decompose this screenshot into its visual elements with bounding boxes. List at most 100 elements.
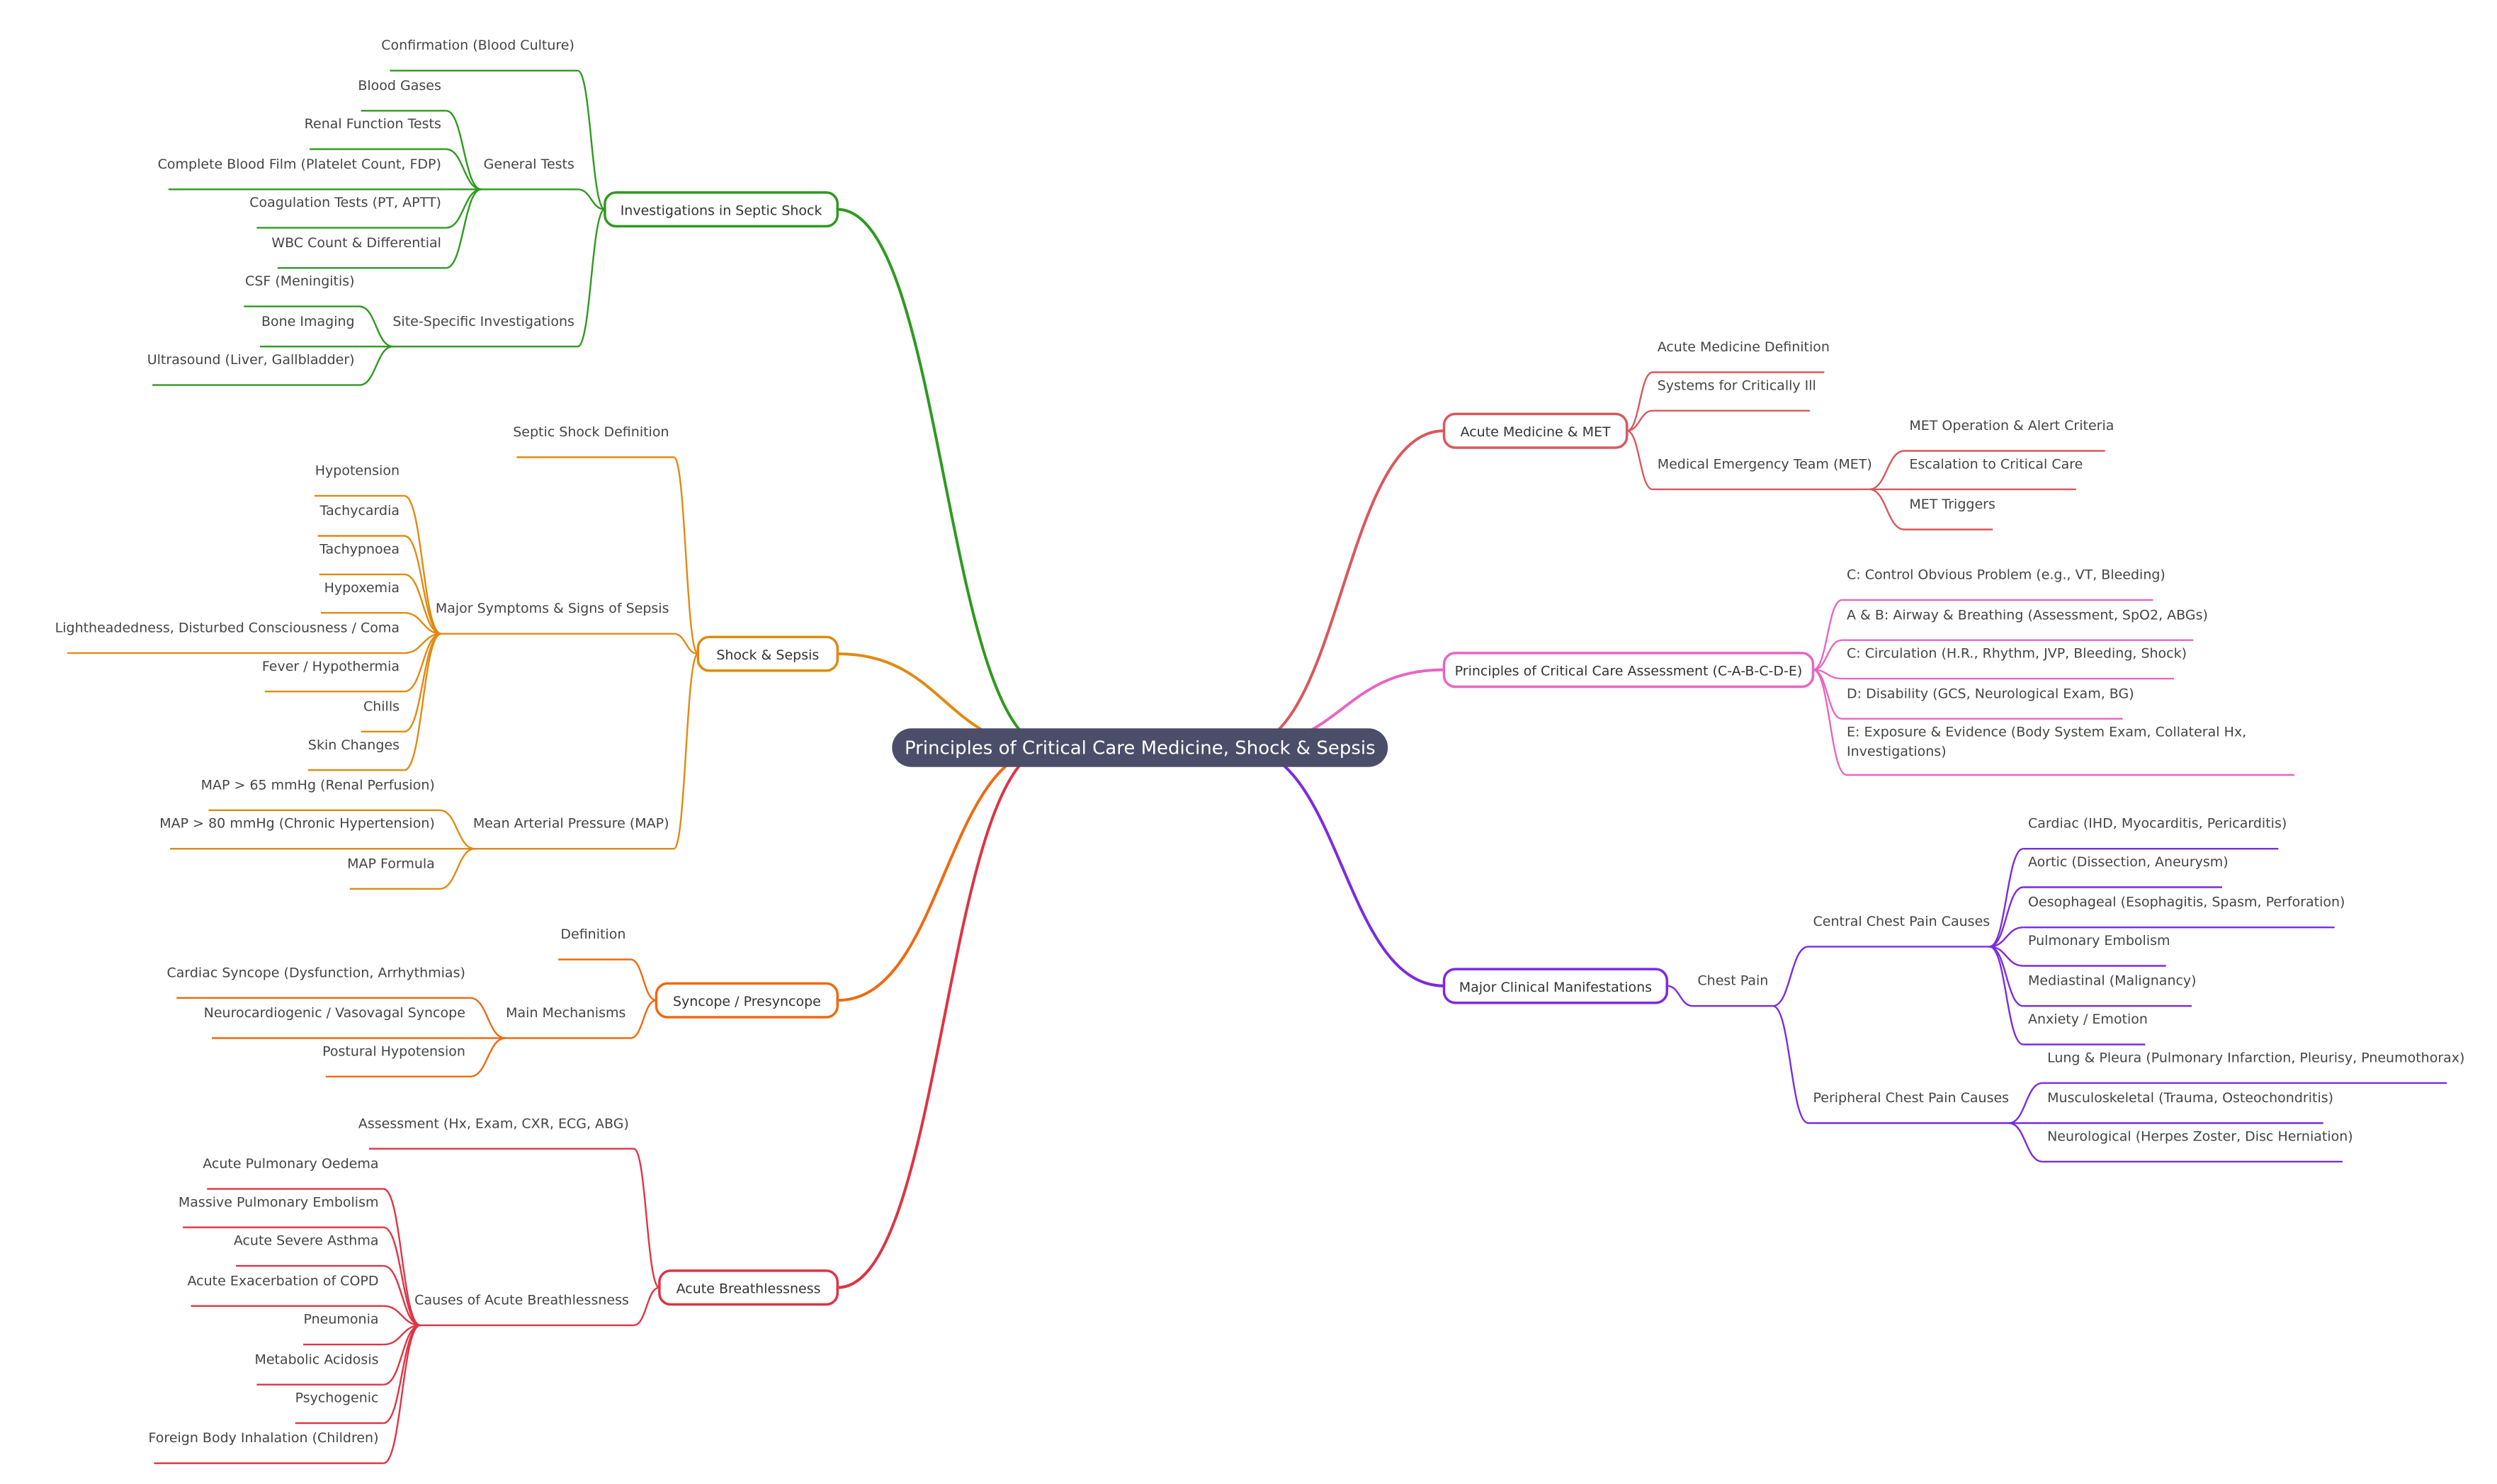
node-mediastinal-malignancy[interactable]: Mediastinal (Malignancy) [2028, 973, 2197, 989]
branch-cabcde[interactable] [1442, 652, 1815, 689]
node-general-tests[interactable]: General Tests [484, 157, 574, 172]
node-ultrasound-liver-gallbladder[interactable]: Ultrasound (Liver, Gallbladder) [147, 352, 355, 368]
node-met-operation-alert-criteria[interactable]: MET Operation & Alert Criteria [1909, 418, 2114, 434]
branch-shock[interactable] [696, 635, 839, 672]
branch-clinical-label: Major Clinical Manifestations [1459, 980, 1652, 995]
connector [630, 999, 657, 1039]
connector [1240, 746, 1444, 987]
node-chills[interactable]: Chills [363, 698, 400, 714]
node-escalation-to-critical-care[interactable]: Escalation to Critical Care [1909, 456, 2083, 472]
node-pulmonary-embolism[interactable]: Pulmonary Embolism [2028, 933, 2170, 948]
node-pneumonia[interactable]: Pneumonia [304, 1312, 379, 1327]
branch-inv[interactable] [604, 191, 839, 228]
node-neurocardiogenic-vasovagal-syncope[interactable]: Neurocardiogenic / Vasovagal Syncope [204, 1005, 465, 1021]
branch-met[interactable] [1442, 412, 1629, 449]
connector [577, 208, 606, 348]
node-postural-hypotension[interactable]: Postural Hypotension [322, 1043, 465, 1059]
node-aortic-dissection-aneurysm[interactable]: Aortic (Dissection, Aneurysm) [2028, 854, 2229, 870]
node-bone-imaging[interactable]: Bone Imaging [261, 314, 355, 329]
connector [446, 188, 482, 229]
connector [633, 1148, 660, 1288]
node-chest-pain[interactable]: Chest Pain [1697, 973, 1768, 989]
connector [359, 346, 394, 386]
node-septic-shock-definition[interactable]: Septic Shock Definition [513, 424, 669, 440]
branch-syncope-label: Syncope / Presyncope [673, 994, 821, 1009]
node-lightheadedness-disturbed-consciousness-coma[interactable]: Lightheadedness, Disturbed Consciousness… [55, 620, 400, 635]
node-map-80-mmhg-chronic-hypertension[interactable]: MAP > 80 mmHg (Chronic Hypertension) [159, 816, 435, 832]
connector [439, 848, 475, 890]
node-met-triggers[interactable]: MET Triggers [1909, 497, 1995, 512]
node-massive-pulmonary-embolism[interactable]: Massive Pulmonary Embolism [179, 1194, 379, 1210]
connector [1813, 669, 1847, 776]
node-map-formula[interactable]: MAP Formula [347, 856, 435, 871]
node-systems-for-critically-ill[interactable]: Systems for Critically Ill [1658, 378, 1816, 393]
node-oesophageal-esophagitis-spasm-perforation[interactable]: Oesophageal (Esophagitis, Spasm, Perfora… [2028, 895, 2345, 910]
node-c-control-obvious-problem-e-g-vt-bleeding[interactable]: C: Control Obvious Problem (e.g., VT, Bl… [1847, 567, 2165, 583]
node-e-exposure-evidence-body-system-exam-collateral-hx-investigations[interactable]: E: Exposure & Evidence (Body System Exam… [1847, 725, 2246, 759]
connector [1989, 886, 2024, 948]
node-mean-arterial-pressure-map[interactable]: Mean Arterial Pressure (MAP) [473, 816, 669, 832]
node-c-circulation-h-r-rhythm-jvp-bleeding-shock[interactable]: C: Circulation (H.R., Rhythm, JVP, Bleed… [1847, 646, 2187, 662]
node-hypotension[interactable]: Hypotension [315, 463, 400, 478]
node-coagulation-tests-pt-aptt[interactable]: Coagulation Tests (PT, APTT) [249, 195, 441, 210]
node-anxiety-emotion[interactable]: Anxiety / Emotion [2028, 1012, 2148, 1027]
node-fever-hypothermia[interactable]: Fever / Hypothermia [262, 659, 400, 674]
connector [1667, 985, 1693, 1007]
node-a-b-airway-breathing-assessment-spo2-abgs[interactable]: A & B: Airway & Breathing (Assessment, S… [1847, 607, 2208, 623]
connector [577, 188, 606, 210]
node-skin-changes[interactable]: Skin Changes [308, 737, 400, 753]
node-main-mechanisms[interactable]: Main Mechanisms [506, 1005, 625, 1021]
node-psychogenic[interactable]: Psychogenic [295, 1390, 379, 1406]
node-peripheral-chest-pain-causes[interactable]: Peripheral Chest Pain Causes [1813, 1090, 2010, 1106]
branch-cabcde-label: Principles of Critical Care Assessment (… [1455, 664, 1803, 679]
node-acute-pulmonary-oedema[interactable]: Acute Pulmonary Oedema [203, 1156, 378, 1172]
node-tachypnoea[interactable]: Tachypnoea [319, 541, 400, 557]
node-central-chest-pain-causes[interactable]: Central Chest Pain Causes [1813, 914, 1991, 929]
connector [383, 1324, 421, 1464]
node-acute-medicine-definition[interactable]: Acute Medicine Definition [1658, 339, 1830, 355]
node-d-disability-gcs-neurological-exam-bg[interactable]: D: Disability (GCS, Neurological Exam, B… [1847, 686, 2134, 701]
connector [633, 1286, 660, 1327]
node-acute-severe-asthma[interactable]: Acute Severe Asthma [234, 1233, 379, 1249]
node-tachycardia[interactable]: Tachycardia [319, 503, 400, 519]
node-blood-gases[interactable]: Blood Gases [358, 78, 441, 94]
node-neurological-herpes-zoster-disc-herniation[interactable]: Neurological (Herpes Zoster, Disc Hernia… [2047, 1128, 2353, 1144]
connector [383, 1188, 421, 1327]
node-major-symptoms-signs-of-sepsis[interactable]: Major Symptoms & Signs of Sepsis [436, 601, 669, 616]
node-complete-blood-film-platelet-count-fdp[interactable]: Complete Blood Film (Platelet Count, FDP… [158, 157, 441, 172]
branch-breath[interactable] [658, 1269, 839, 1306]
connector [673, 652, 699, 850]
node-causes-of-acute-breathlessness[interactable]: Causes of Acute Breathlessness [414, 1292, 629, 1308]
node-hypoxemia[interactable]: Hypoxemia [324, 580, 400, 596]
node-site-specific-investigations[interactable]: Site-Specific Investigations [392, 314, 574, 329]
node-wbc-count-differential[interactable]: WBC Count & Differential [271, 235, 441, 251]
node-confirmation-blood-culture[interactable]: Confirmation (Blood Culture) [381, 38, 574, 53]
node-cardiac-ihd-myocarditis-pericarditis[interactable]: Cardiac (IHD, Myocarditis, Pericarditis) [2028, 816, 2287, 832]
connector [446, 148, 482, 191]
node-musculoskeletal-trauma-osteochondritis[interactable]: Musculoskeletal (Trauma, Osteochondritis… [2047, 1090, 2333, 1106]
node-assessment-hx-exam-cxr-ecg-abg[interactable]: Assessment (Hx, Exam, CXR, ECG, ABG) [358, 1116, 629, 1131]
node-csf-meningitis[interactable]: CSF (Meningitis) [245, 273, 355, 289]
branch-clinical[interactable] [1442, 968, 1669, 1004]
branch-met-label: Acute Medicine & MET [1461, 424, 1612, 440]
node-lung-pleura-pulmonary-infarction-pleurisy-pneumothorax[interactable]: Lung & Pleura (Pulmonary Infarction, Ple… [2047, 1050, 2464, 1065]
node-definition[interactable]: Definition [560, 927, 625, 942]
connector [837, 746, 1051, 1002]
connector [1869, 488, 1905, 531]
connector [1772, 946, 1808, 1007]
connector [1626, 409, 1653, 432]
node-renal-function-tests[interactable]: Renal Function Tests [305, 116, 441, 132]
connector [577, 69, 606, 210]
node-foreign-body-inhalation-children[interactable]: Foreign Body Inhalation (Children) [149, 1430, 379, 1446]
root-node[interactable] [892, 728, 1388, 767]
node-acute-exacerbation-of-copd[interactable]: Acute Exacerbation of COPD [188, 1273, 379, 1288]
branch-syncope[interactable] [655, 982, 839, 1019]
connector [1989, 946, 2024, 1046]
connector [2008, 1122, 2043, 1163]
node-cardiac-syncope-dysfunction-arrhythmias[interactable]: Cardiac Syncope (Dysfunction, Arrhythmia… [166, 965, 465, 980]
node-medical-emergency-team-met[interactable]: Medical Emergency Team (MET) [1658, 456, 1872, 472]
node-map-65-mmhg-renal-perfusion[interactable]: MAP > 65 mmHg (Renal Perfusion) [201, 777, 435, 793]
connector [359, 305, 394, 348]
connector [404, 494, 442, 635]
node-metabolic-acidosis[interactable]: Metabolic Acidosis [254, 1352, 378, 1367]
